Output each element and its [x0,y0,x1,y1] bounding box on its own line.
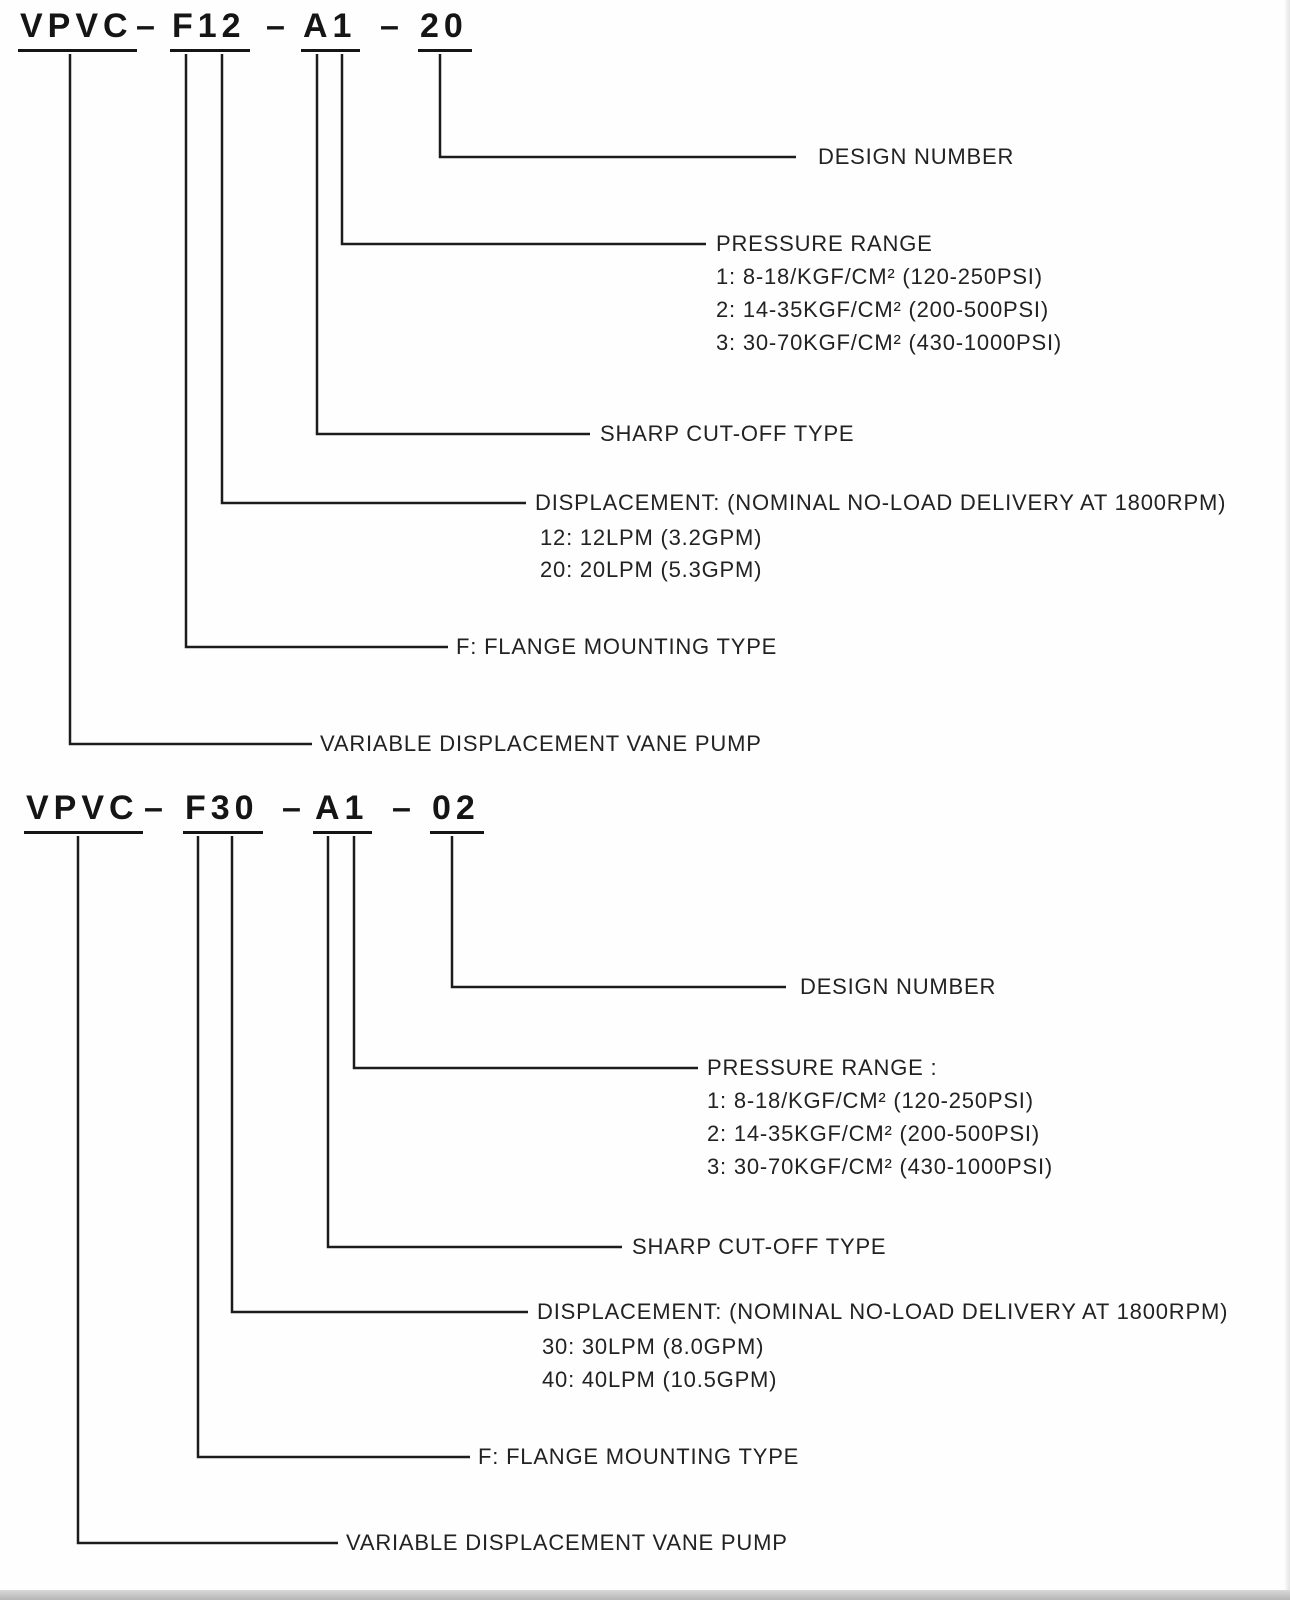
callout-displacement-title-2: DISPLACEMENT: (NOMINAL NO-LOAD DELIVERY … [537,1298,1229,1324]
code1-design: 20 [418,7,472,53]
code2-cutoff: A1 [313,789,373,835]
connector-bottom-vane-pump [76,836,338,1545]
callout-flange: F: FLANGE MOUNTING TYPE [456,633,778,659]
callout-pressure-title: PRESSURE RANGE [716,230,933,256]
callout-sharp-cutoff: SHARP CUT-OFF TYPE [600,420,855,446]
connector-top-design-number [438,54,796,159]
callout-vane-pump-2: VARIABLE DISPLACEMENT VANE PUMP [346,1529,788,1555]
displacement-option-2-2: 40: 40LPM (10.5GPM) [542,1366,778,1392]
pressure-option-1: 1: 8-18/KGF/CM² (120-250PSI) [716,263,1043,289]
callout-pressure-title-2: PRESSURE RANGE : [707,1054,938,1080]
connector-top-displacement [220,54,526,505]
connector-top-flange [184,54,448,649]
code1-series: VPVC [18,7,137,53]
code2-series: VPVC [24,789,143,835]
callout-displacement-title: DISPLACEMENT: (NOMINAL NO-LOAD DELIVERY … [535,489,1227,515]
connector-bottom-design-number [450,836,786,989]
callout-design-number-2: DESIGN NUMBER [800,973,997,999]
connector-bottom-sharp-cutoff [326,836,622,1249]
code2-dash-1: – [144,789,168,827]
code2-displacement: F30 [183,789,263,835]
code1-dash-1: – [136,7,160,45]
connector-top-sharp-cutoff [315,54,590,436]
code2-design: 02 [430,789,484,835]
callout-flange-2: F: FLANGE MOUNTING TYPE [478,1443,800,1469]
displacement-option-2-1: 30: 30LPM (8.0GPM) [542,1333,765,1359]
callout-design-number: DESIGN NUMBER [818,143,1015,169]
pressure-option-2-3: 3: 30-70KGF/CM² (430-1000PSI) [707,1153,1054,1179]
code1-dash-3: – [380,7,404,45]
connector-bottom-displacement [230,836,528,1314]
displacement-option-2: 20: 20LPM (5.3GPM) [540,556,763,582]
callout-sharp-cutoff-2: SHARP CUT-OFF TYPE [632,1233,887,1259]
pressure-option-2-1: 1: 8-18/KGF/CM² (120-250PSI) [707,1087,1034,1113]
scan-edge-right [1284,0,1290,1600]
pressure-option-2-2: 2: 14-35KGF/CM² (200-500PSI) [707,1120,1040,1146]
callout-vane-pump: VARIABLE DISPLACEMENT VANE PUMP [320,730,762,756]
displacement-option-1: 12: 12LPM (3.2GPM) [540,524,763,550]
code2-dash-2: – [282,789,306,827]
connector-top-vane-pump [68,54,312,746]
pressure-option-3: 3: 30-70KGF/CM² (430-1000PSI) [716,329,1063,355]
pressure-option-2: 2: 14-35KGF/CM² (200-500PSI) [716,296,1049,322]
code2-dash-3: – [392,789,416,827]
connector-top-pressure-range [340,54,706,246]
connector-bottom-pressure-range [352,836,698,1070]
code1-cutoff: A1 [301,7,361,53]
scan-edge-bottom [0,1590,1290,1600]
connector-bottom-flange [196,836,470,1459]
code1-displacement: F12 [170,7,250,53]
code1-dash-2: – [266,7,290,45]
